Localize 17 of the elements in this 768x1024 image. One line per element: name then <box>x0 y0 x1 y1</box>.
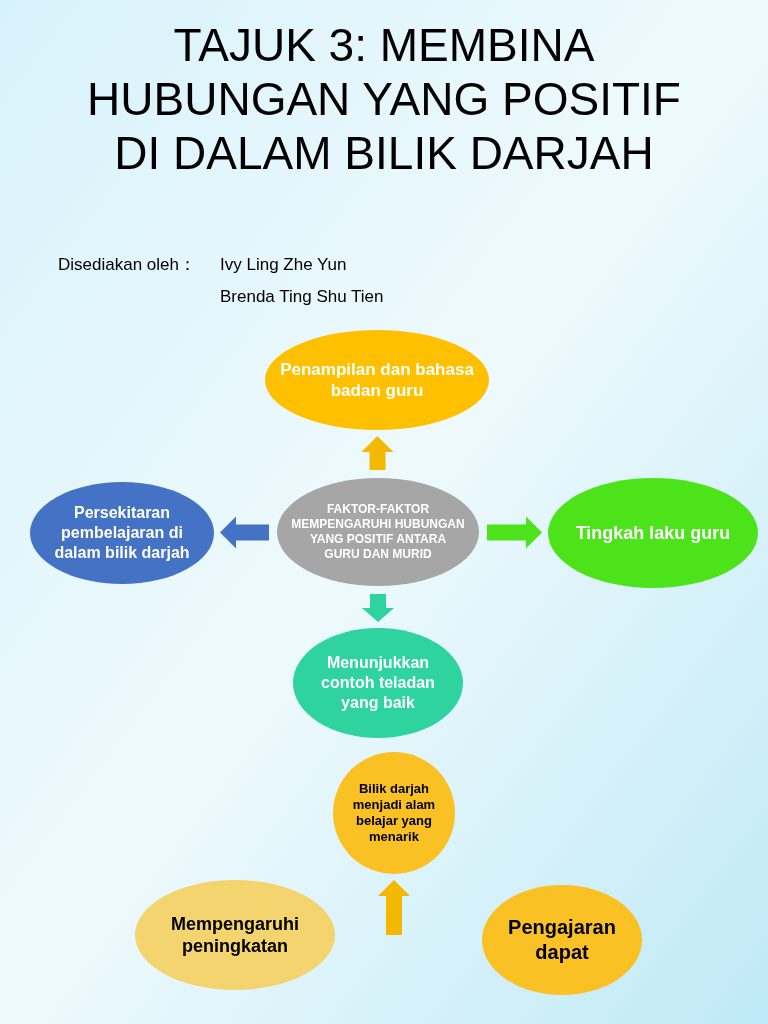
node-text: Menunjukkan contoh teladan yang baik <box>320 653 436 713</box>
node-text: Penampilan dan bahasa badan guru <box>279 358 475 402</box>
node-text: Bilik darjah menjadi alam belajar yang menarik <box>351 780 437 846</box>
author-name: Ivy Ling Zhe Yun <box>220 254 347 276</box>
node-text: Tingkah laku guru <box>575 521 731 545</box>
title: TAJUK 3: MEMBINA HUBUNGAN YANG POSITIF DI DALAM BILIK DARJAH <box>86 18 682 180</box>
block-arrow <box>487 516 542 549</box>
node-text: Mempengaruhi peningkatan <box>170 912 300 958</box>
block-arrow <box>378 880 410 935</box>
author-name: Brenda Ting Shu Tien <box>220 286 384 308</box>
node-text: Persekitaran pembelajaran di dalam bilik darjah <box>53 503 191 563</box>
node-text: Pengajaran dapat <box>507 915 617 965</box>
credit-label: Disediakan oleh： <box>58 254 196 276</box>
block-arrow <box>361 436 394 471</box>
block-arrow <box>362 594 394 622</box>
block-arrow <box>220 516 269 549</box>
node-text: FAKTOR-FAKTOR MEMPENGARUHI HUBUNGAN YANG POSITIF ANTARA GURU DAN MURID <box>291 502 465 562</box>
